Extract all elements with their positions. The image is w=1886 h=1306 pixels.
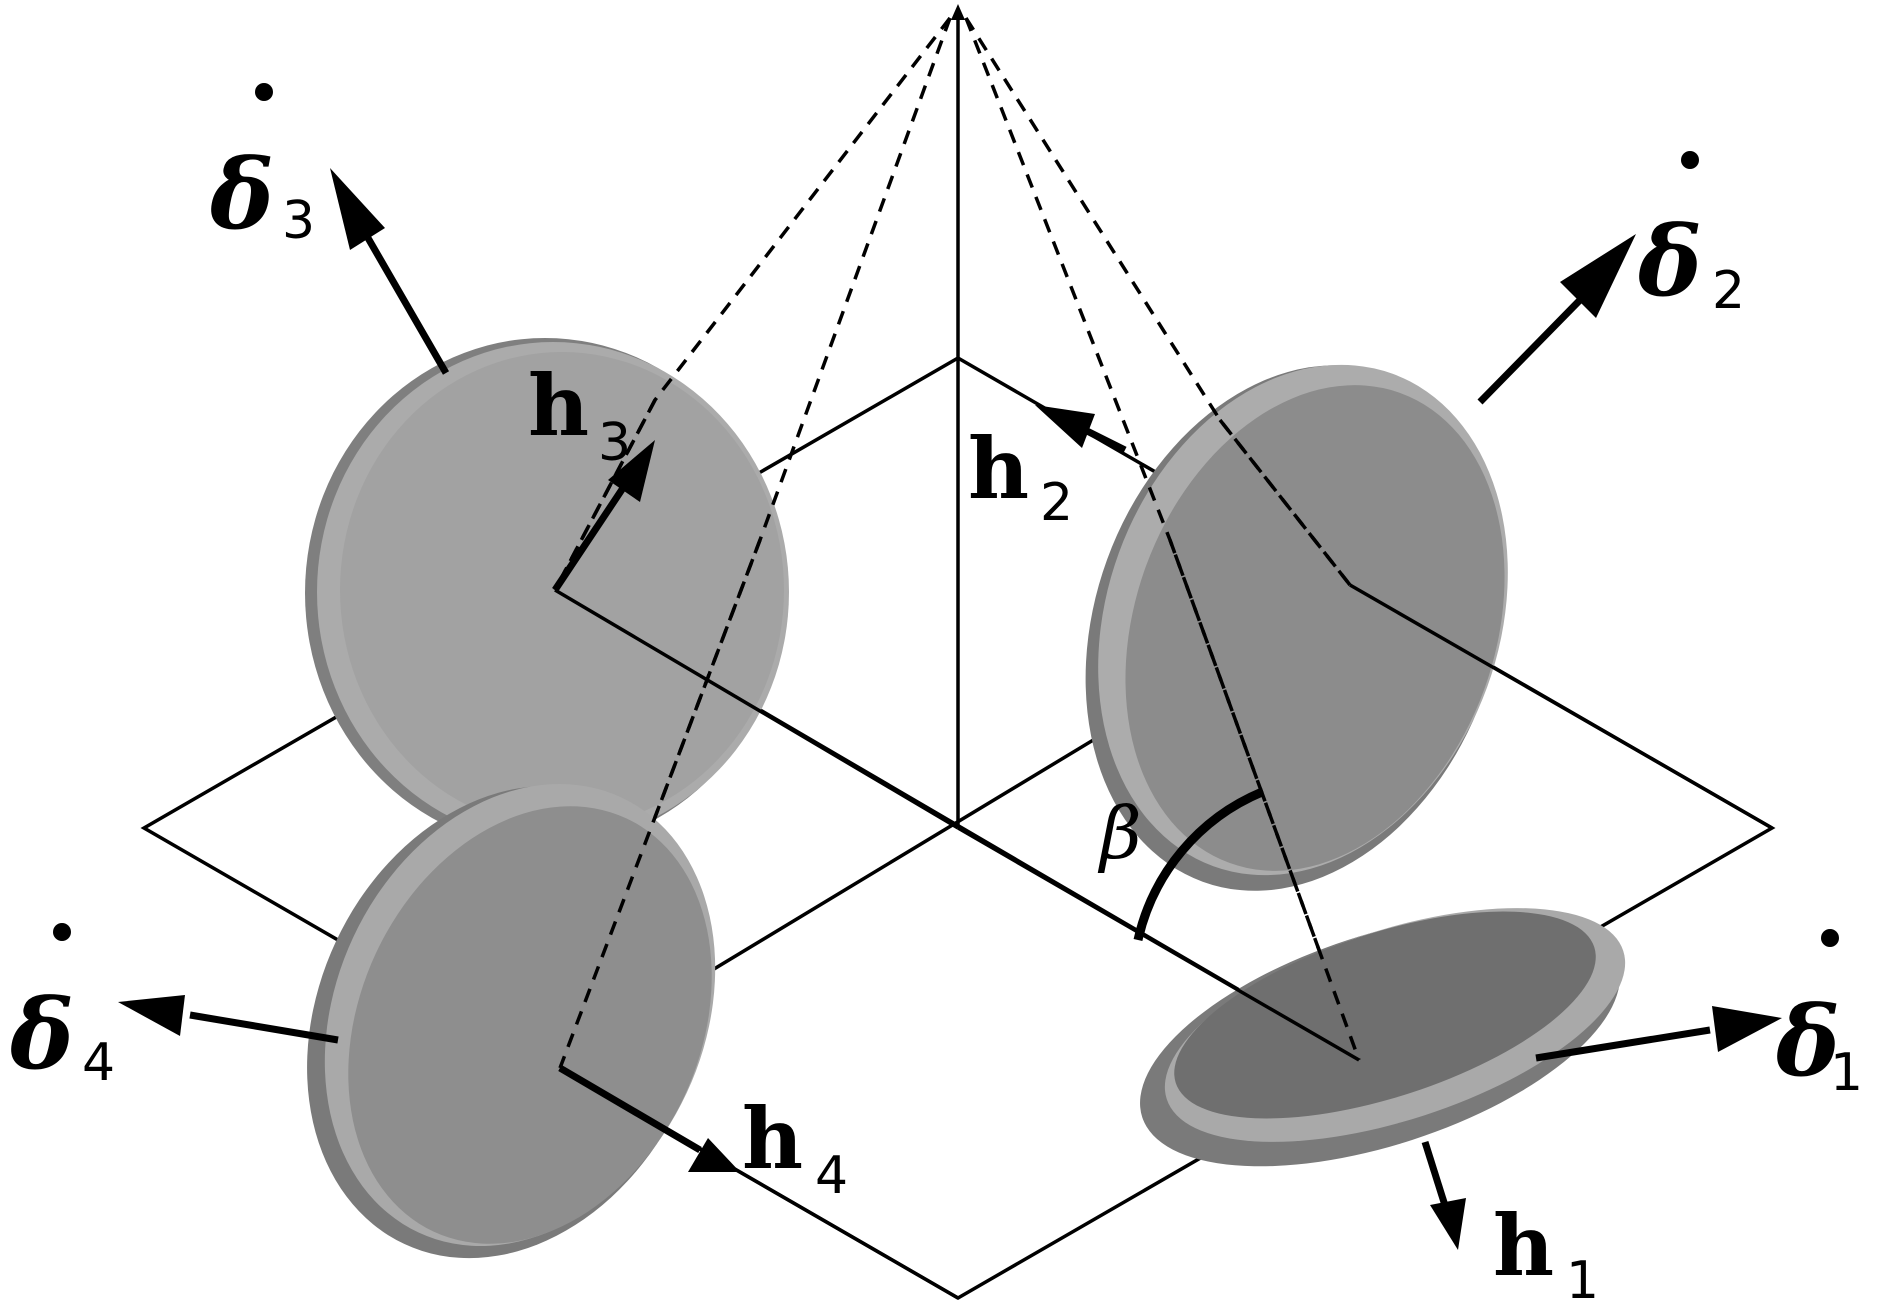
svg-text:4: 4 bbox=[82, 1033, 115, 1093]
label-beta: β bbox=[1097, 791, 1142, 875]
label-h4: h 4 bbox=[742, 1089, 848, 1206]
svg-text:2: 2 bbox=[1040, 473, 1073, 533]
d2-arrow bbox=[1477, 234, 1636, 405]
svg-text:δ: δ bbox=[9, 978, 74, 1091]
wheel-1 bbox=[1140, 908, 1626, 1167]
label-h2: h 2 bbox=[968, 419, 1073, 533]
h4-arrow bbox=[558, 1064, 740, 1172]
svg-text:2: 2 bbox=[1712, 261, 1745, 321]
label-d1: δ 1 bbox=[1775, 929, 1863, 1103]
label-d4: δ 4 bbox=[9, 923, 115, 1093]
wheel-2 bbox=[1085, 364, 1508, 891]
svg-text:3: 3 bbox=[282, 191, 315, 251]
svg-text:δ: δ bbox=[209, 138, 274, 251]
h2-arrow bbox=[1035, 405, 1127, 454]
wheel-4 bbox=[307, 784, 716, 1259]
h3-arrow bbox=[552, 440, 655, 592]
svg-text:4: 4 bbox=[815, 1146, 848, 1206]
label-h3: h 3 bbox=[528, 356, 631, 473]
svg-text:3: 3 bbox=[598, 413, 631, 473]
svg-text:h: h bbox=[968, 419, 1029, 518]
label-h1: h 1 bbox=[1493, 1196, 1599, 1306]
label-d3: δ 3 bbox=[209, 83, 315, 251]
svg-text:δ: δ bbox=[1775, 985, 1840, 1098]
d4-arrow bbox=[118, 995, 339, 1044]
svg-text:h: h bbox=[1493, 1196, 1554, 1295]
vertical-axis bbox=[951, 4, 965, 828]
svg-text:δ: δ bbox=[1637, 205, 1702, 318]
svg-text:1: 1 bbox=[1566, 1251, 1599, 1306]
d3-arrow bbox=[330, 168, 450, 375]
h1-arrow bbox=[1421, 1140, 1466, 1250]
label-d2: δ 2 bbox=[1637, 151, 1745, 321]
beta-angle-arc bbox=[1133, 787, 1264, 941]
svg-text:h: h bbox=[742, 1089, 803, 1188]
wheel-3 bbox=[305, 338, 789, 848]
svg-text:1: 1 bbox=[1830, 1043, 1863, 1103]
apex-dashed-lines-front bbox=[553, 399, 1361, 1069]
svg-text:h: h bbox=[528, 356, 589, 455]
d1-arrow bbox=[1535, 1006, 1782, 1062]
